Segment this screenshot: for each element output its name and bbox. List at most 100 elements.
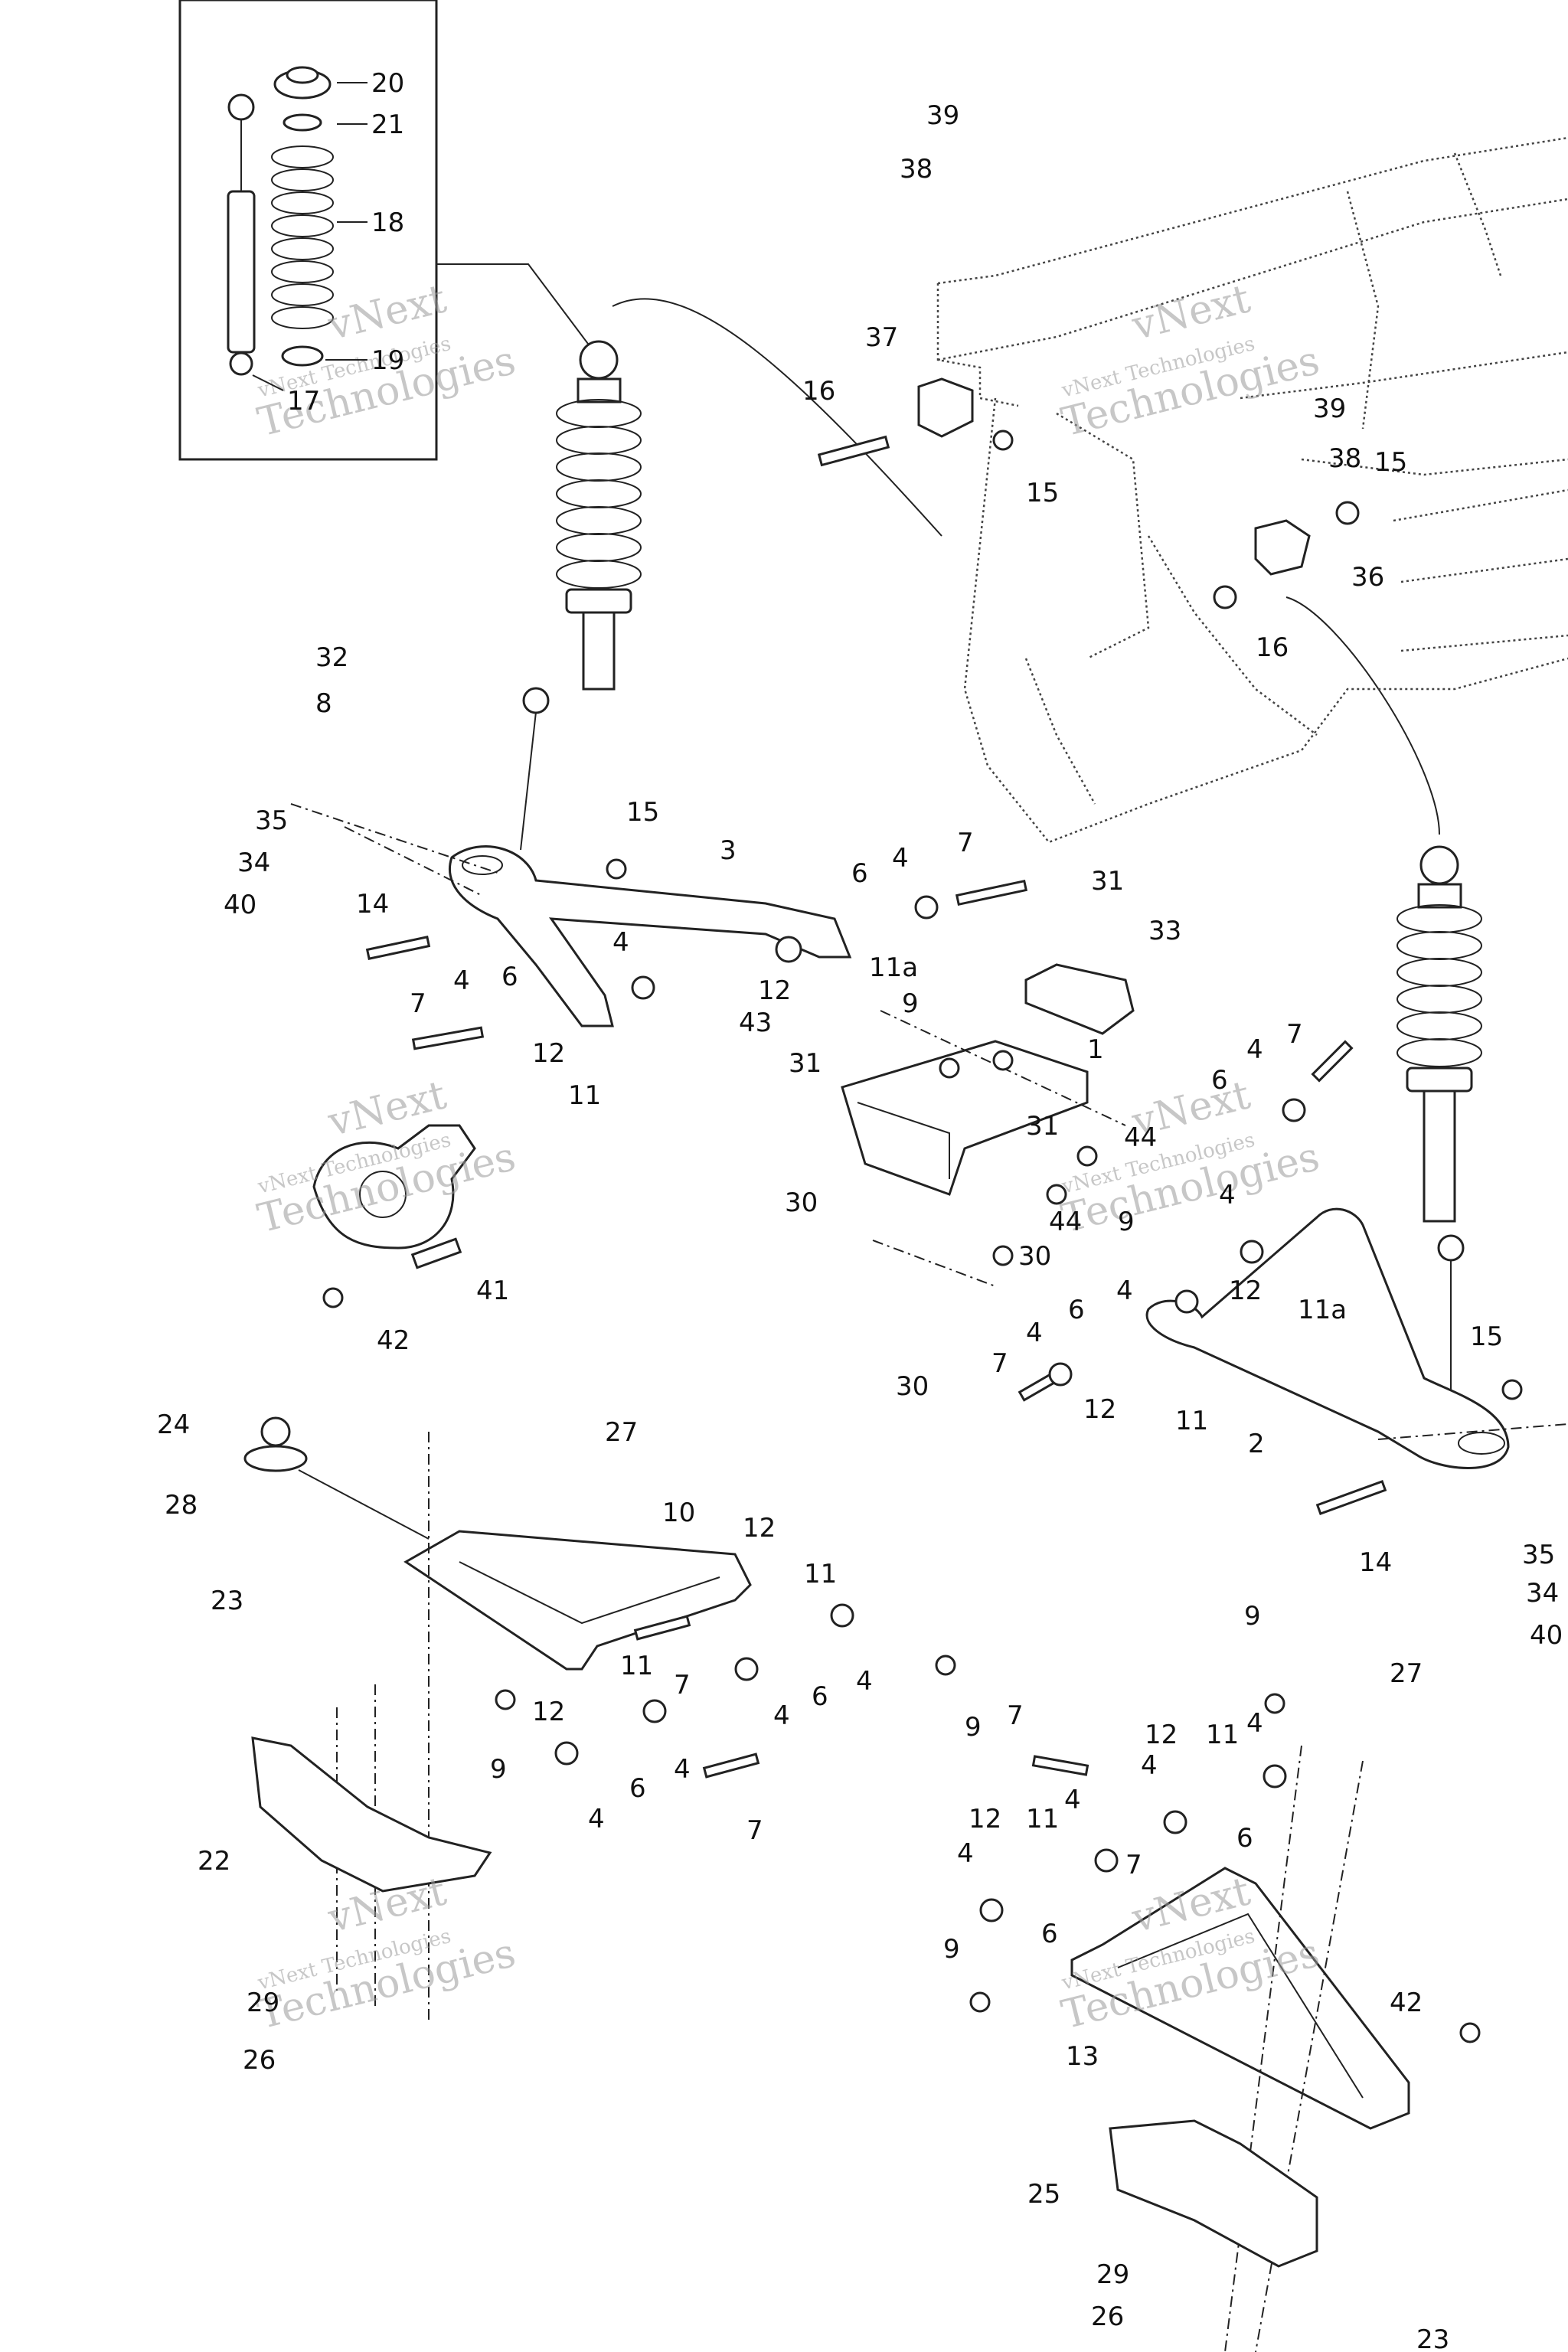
callout-4: 4 [612, 927, 629, 958]
callout-40: 40 [224, 890, 256, 920]
callout-39: 39 [926, 100, 959, 131]
callout-24: 24 [157, 1410, 190, 1440]
lower-a-arm-2 [1145, 1207, 1568, 1469]
bracket-37 [817, 377, 1014, 467]
callout-18: 18 [371, 207, 404, 238]
callout-12: 12 [1229, 1276, 1262, 1306]
callout-7: 7 [1286, 1019, 1303, 1050]
vehicle-frame [936, 136, 1568, 844]
callout-12: 12 [1145, 1720, 1178, 1750]
callout-34: 34 [1526, 1578, 1559, 1609]
callout-9: 9 [1118, 1207, 1135, 1237]
callout-44: 44 [1049, 1207, 1082, 1237]
callout-4: 4 [1246, 1034, 1263, 1065]
callout-29: 29 [1096, 2259, 1129, 2290]
callout-6: 6 [851, 858, 868, 889]
bracket-36 [1213, 501, 1360, 609]
callout-21: 21 [371, 109, 404, 140]
callout-19: 19 [371, 345, 404, 376]
coil-spring [271, 145, 334, 329]
callout-6: 6 [1236, 1823, 1253, 1854]
callout-7: 7 [1007, 1700, 1024, 1731]
callout-8: 8 [315, 688, 332, 719]
skid-plate-22 [251, 1736, 492, 1893]
callout-20: 20 [371, 68, 404, 99]
callout-31: 31 [1091, 866, 1124, 897]
callout-14: 14 [356, 889, 389, 920]
callout-4: 4 [1246, 1708, 1263, 1739]
callout-34: 34 [237, 848, 270, 878]
right-shock-absorber [1285, 596, 1482, 1393]
callout-9: 9 [965, 1712, 982, 1743]
callout-7: 7 [957, 828, 974, 858]
callout-labels: 20 21 18 19 17 39 38 37 16 15 39 38 15 3… [157, 68, 1563, 2352]
callout-11a: 11a [869, 952, 918, 983]
callout-7: 7 [674, 1670, 691, 1700]
callout-12: 12 [743, 1513, 776, 1544]
callout-4: 4 [1116, 1276, 1133, 1306]
center-bracket-1 [841, 963, 1135, 1287]
callout-12: 12 [758, 975, 791, 1006]
callout-15: 15 [626, 797, 659, 828]
callout-11: 11 [1206, 1720, 1239, 1750]
callout-7: 7 [991, 1348, 1008, 1379]
callout-22: 22 [198, 1846, 230, 1877]
upper-a-arm-3 [290, 803, 852, 1027]
callout-7: 7 [746, 1815, 763, 1846]
callout-9: 9 [490, 1754, 507, 1785]
callout-28: 28 [165, 1490, 198, 1521]
callout-11: 11 [804, 1559, 837, 1589]
callout-2: 2 [1248, 1429, 1265, 1459]
callout-4: 4 [957, 1838, 974, 1869]
callout-11: 11 [1026, 1804, 1059, 1834]
callout-16: 16 [1256, 632, 1289, 663]
callout-6: 6 [501, 962, 518, 992]
callout-41: 41 [476, 1276, 509, 1306]
callout-4: 4 [1219, 1180, 1236, 1210]
callout-42: 42 [377, 1325, 410, 1356]
callout-31: 31 [1026, 1111, 1059, 1142]
callout-4: 4 [1141, 1750, 1158, 1781]
callout-3: 3 [720, 835, 737, 866]
callout-4: 4 [892, 843, 909, 874]
callout-11: 11 [620, 1651, 653, 1681]
callout-36: 36 [1351, 562, 1384, 593]
callout-27: 27 [1390, 1658, 1423, 1689]
callout-15: 15 [1374, 447, 1407, 478]
callout-11a: 11a [1298, 1295, 1347, 1325]
callout-23: 23 [211, 1586, 243, 1616]
callout-17: 17 [287, 386, 320, 416]
callout-35: 35 [1522, 1540, 1555, 1570]
callout-7: 7 [410, 988, 426, 1019]
callout-37: 37 [865, 322, 898, 353]
callout-30: 30 [1018, 1241, 1051, 1272]
fasteners [365, 858, 1523, 2043]
callout-13: 13 [1066, 2041, 1099, 2072]
callout-12: 12 [969, 1804, 1001, 1834]
callout-9: 9 [902, 988, 919, 1019]
callout-30: 30 [785, 1187, 818, 1218]
callout-16: 16 [802, 376, 835, 407]
callout-12: 12 [1083, 1394, 1116, 1425]
callout-4: 4 [588, 1804, 605, 1834]
callout-43: 43 [739, 1008, 772, 1038]
callout-25: 25 [1027, 2179, 1060, 2210]
callout-15: 15 [1026, 478, 1059, 508]
shock-detail-inset [178, 0, 598, 461]
callout-11: 11 [568, 1080, 601, 1111]
callout-38: 38 [1328, 443, 1361, 474]
callout-9: 9 [1244, 1601, 1261, 1632]
callout-9: 9 [943, 1934, 960, 1965]
callout-33: 33 [1148, 916, 1181, 946]
callout-31: 31 [789, 1048, 822, 1079]
callout-6: 6 [1068, 1295, 1085, 1325]
callout-6: 6 [812, 1681, 828, 1712]
callout-12: 12 [532, 1697, 565, 1727]
callout-30: 30 [896, 1371, 929, 1402]
watermarks: vNext vNext Technologies Technologies vN… [253, 276, 1324, 2038]
callout-7: 7 [1125, 1850, 1142, 1880]
callout-26: 26 [243, 2045, 276, 2076]
left-shock-absorber [520, 298, 942, 851]
callout-6: 6 [1041, 1919, 1058, 1949]
